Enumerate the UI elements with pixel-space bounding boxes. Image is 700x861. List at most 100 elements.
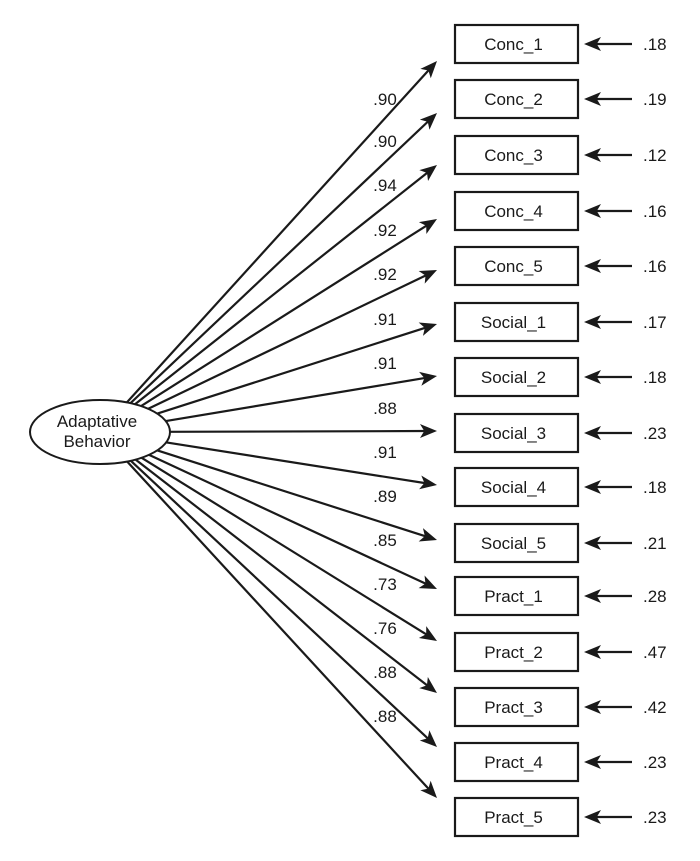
indicator-pract-5: Pract_5: [453, 796, 580, 838]
error-variance-label: .17: [643, 313, 667, 332]
error-variance-label: .16: [643, 257, 667, 276]
indicator-boxes: Conc_1Conc_2Conc_3Conc_4Conc_5Social_1So…: [453, 23, 580, 838]
indicator-box: [453, 522, 580, 564]
loading-paths: [123, 61, 437, 798]
indicator-box: [453, 741, 580, 783]
error-arrowhead: [584, 755, 601, 769]
error-variance-label: .23: [643, 753, 667, 772]
error-term-5: .16: [584, 257, 667, 276]
error-arrowhead: [584, 148, 601, 162]
error-term-11: .28: [584, 587, 667, 606]
indicator-label: Social_5: [481, 534, 546, 553]
indicator-label: Pract_2: [484, 643, 543, 662]
indicator-box: [453, 575, 580, 617]
error-term-13: .42: [584, 698, 667, 717]
error-variance-label: .28: [643, 587, 667, 606]
indicator-box: [453, 190, 580, 232]
indicator-label: Social_4: [481, 478, 546, 497]
indicator-box: [453, 796, 580, 838]
error-term-6: .17: [584, 313, 667, 332]
indicator-pract-4: Pract_4: [453, 741, 580, 783]
error-variance-label: .23: [643, 808, 667, 827]
error-arrowhead: [584, 810, 601, 824]
loading-path-1: [123, 69, 430, 406]
loading-path-5: [143, 274, 427, 412]
latent-variable: Adaptative Behavior: [29, 399, 171, 465]
loading-arrowhead-8: [419, 424, 437, 439]
error-variance-label: .16: [643, 202, 667, 221]
loading-path-15: [124, 458, 430, 790]
error-arrowhead: [584, 645, 601, 659]
loading-arrowhead-15: [420, 780, 437, 798]
error-arrowhead: [584, 92, 601, 106]
indicator-conc-4: Conc_4: [453, 190, 580, 232]
loading-arrowhead-5: [418, 270, 437, 284]
loading-arrowhead-2: [419, 113, 437, 130]
loading-label-4: .92: [373, 221, 397, 240]
indicator-conc-2: Conc_2: [453, 78, 580, 120]
indicator-label: Pract_4: [484, 753, 543, 772]
loading-arrowhead-13: [419, 677, 437, 693]
loading-label-15: .88: [373, 707, 397, 726]
loading-label-6: .91: [373, 310, 397, 329]
indicator-box: [453, 23, 580, 65]
indicator-box: [453, 686, 580, 728]
loading-label-2: .90: [373, 132, 397, 151]
indicator-box: [453, 78, 580, 120]
error-arrowhead: [584, 370, 601, 384]
indicator-conc-1: Conc_1: [453, 23, 580, 65]
error-arrowhead: [584, 536, 601, 550]
loading-arrowhead-11: [418, 575, 437, 589]
error-variance-label: .47: [643, 643, 667, 662]
loading-arrowhead-4: [418, 219, 437, 234]
error-term-12: .47: [584, 643, 667, 662]
loading-arrowhead-1: [420, 61, 437, 79]
error-terms: .18.19.12.16.16.17.18.23.18.21.28.47.42.…: [584, 35, 667, 827]
error-term-3: .12: [584, 146, 667, 165]
indicator-label: Conc_4: [484, 202, 543, 221]
indicator-box: [453, 356, 580, 398]
loading-path-10: [152, 447, 426, 538]
loading-label-5: .92: [373, 265, 397, 284]
error-variance-label: .12: [643, 146, 667, 165]
loading-arrowhead-6: [418, 322, 437, 336]
loading-arrowhead-12: [418, 626, 437, 641]
error-variance-label: .21: [643, 534, 667, 553]
indicator-conc-3: Conc_3: [453, 134, 580, 176]
indicator-label: Conc_1: [484, 35, 543, 54]
error-term-15: .23: [584, 808, 667, 827]
error-arrowhead: [584, 480, 601, 494]
loading-path-3: [131, 171, 429, 408]
indicator-label: Conc_3: [484, 146, 543, 165]
latent-label-line-2: Behavior: [63, 432, 130, 451]
loading-labels: .90.90.94.92.92.91.91.88.91.89.85.73.76.…: [373, 90, 397, 726]
loading-label-12: .73: [373, 575, 397, 594]
error-term-8: .23: [584, 424, 667, 443]
indicator-conc-5: Conc_5: [453, 245, 580, 287]
loading-path-4: [137, 224, 428, 410]
error-term-2: .19: [584, 90, 667, 109]
indicator-label: Pract_5: [484, 808, 543, 827]
loading-arrowhead-14: [419, 730, 437, 747]
error-variance-label: .23: [643, 424, 667, 443]
indicator-pract-2: Pract_2: [453, 631, 580, 673]
indicator-box: [453, 134, 580, 176]
loading-path-11: [144, 452, 427, 585]
loading-path-6: [152, 326, 426, 417]
indicator-label: Social_3: [481, 424, 546, 443]
indicator-label: Conc_5: [484, 257, 543, 276]
error-term-10: .21: [584, 534, 667, 553]
indicator-label: Pract_3: [484, 698, 543, 717]
loading-label-8: .88: [373, 399, 397, 418]
latent-label-line-1: Adaptative: [57, 412, 137, 431]
loading-path-12: [137, 454, 428, 636]
indicator-social-3: Social_3: [453, 412, 580, 454]
indicator-social-1: Social_1: [453, 301, 580, 343]
error-arrowhead: [584, 204, 601, 218]
latent-ellipse: [29, 399, 171, 465]
indicator-pract-3: Pract_3: [453, 686, 580, 728]
indicator-label: Pract_1: [484, 587, 543, 606]
error-arrowhead: [584, 700, 601, 714]
indicator-label: Social_2: [481, 368, 546, 387]
